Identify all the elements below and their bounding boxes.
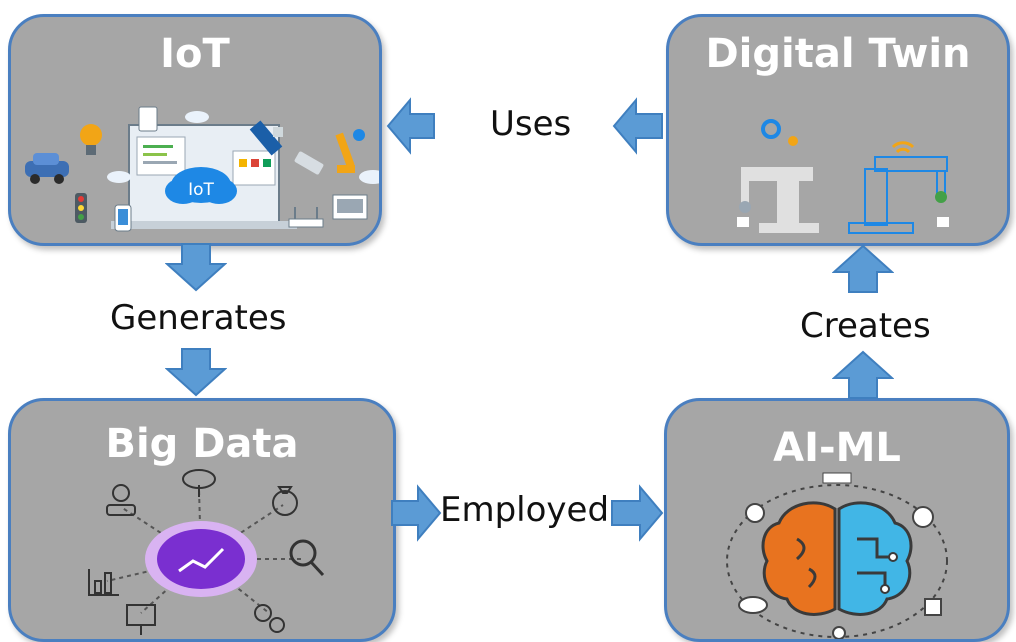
employed-label: Employed	[440, 490, 610, 530]
ai-ml-node: AI-ML	[664, 398, 1010, 642]
router-icon	[288, 207, 324, 228]
gear-icon	[832, 626, 846, 639]
brain-icon	[761, 501, 913, 616]
arrow-right-icon	[391, 484, 442, 542]
lightbulb-icon	[80, 124, 102, 155]
car-icon	[25, 153, 69, 184]
cloud-icon	[165, 167, 237, 204]
phone-icon	[114, 204, 132, 232]
iot-node: IoT IoT	[8, 14, 382, 246]
analytics-hub-icon	[145, 521, 257, 597]
digital-robot-icon	[848, 156, 948, 234]
creates-label: Creates	[800, 306, 931, 346]
uses-label: Uses	[490, 104, 572, 144]
cloud-upload-icon	[182, 469, 216, 497]
physical-robot-icon	[739, 167, 819, 233]
cloud-iot-label: IoT	[188, 180, 214, 200]
arrow-left-icon	[386, 97, 435, 155]
big-data-title: Big Data	[105, 421, 299, 467]
presentation-icon	[126, 604, 156, 635]
arrow-up-icon	[832, 244, 894, 293]
code-icon	[822, 472, 852, 484]
money-bag-icon	[272, 486, 298, 516]
big-data-illustration	[88, 469, 325, 635]
iot-illustration: IoT	[25, 106, 379, 232]
arrow-up-icon	[832, 350, 894, 399]
bar-chart-icon	[88, 569, 119, 596]
lightbulb-icon	[745, 503, 765, 523]
chip-icon	[924, 598, 942, 616]
tablet-icon	[138, 106, 158, 132]
gear-icon	[761, 119, 798, 146]
arrow-left-icon	[612, 97, 663, 155]
cloud-icon	[738, 596, 768, 614]
small-cloud-icon	[107, 111, 379, 184]
satellite-icon	[249, 120, 283, 156]
user-location-icon	[106, 484, 136, 516]
traffic-light-icon	[75, 193, 87, 223]
robot-head-icon	[912, 506, 934, 528]
search-icon	[289, 539, 325, 577]
wifi-icon	[891, 141, 915, 154]
monitor-icon	[332, 194, 368, 220]
ai-ml-title: AI-ML	[773, 425, 901, 471]
digital-twin-title: Digital Twin	[705, 31, 971, 77]
ai-ml-illustration	[726, 472, 948, 639]
iot-title: IoT	[160, 31, 230, 77]
camera-icon	[294, 151, 324, 175]
arrow-down-icon	[165, 243, 227, 292]
arrow-right-icon	[611, 484, 664, 542]
big-data-node: Big Data	[8, 398, 396, 642]
generates-label: Generates	[110, 298, 287, 338]
robot-arm-icon	[335, 129, 365, 173]
settings-money-icon	[254, 604, 285, 633]
arrow-down-icon	[165, 348, 227, 397]
digital-twin-node: Digital Twin	[666, 14, 1010, 246]
digital-twin-illustration	[737, 119, 949, 234]
